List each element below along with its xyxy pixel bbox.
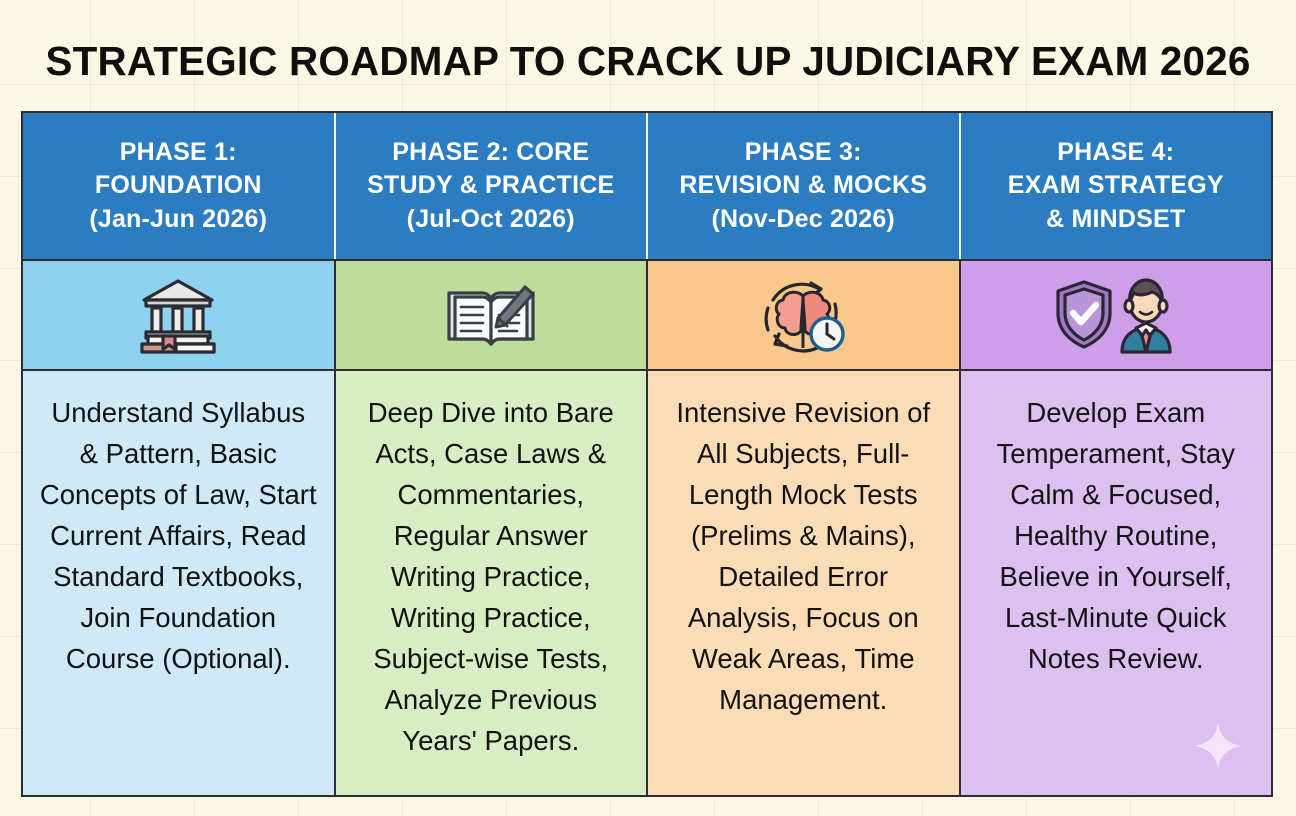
phase-3-icon-cell bbox=[648, 261, 961, 369]
table-header-row: PHASE 1: FOUNDATION (Jan-Jun 2026) PHASE… bbox=[23, 113, 1271, 261]
phase-2-header-line-2: STUDY & PRACTICE bbox=[367, 171, 615, 200]
page-title: STRATEGIC ROADMAP TO CRACK UP JUDICIARY … bbox=[45, 38, 1251, 84]
phase-4-header-line-3: & MINDSET bbox=[1046, 204, 1186, 233]
phase-2-header-line-1: PHASE 2: CORE bbox=[392, 138, 590, 167]
phase-3-body-text: Intensive Revision of All Subjects, Full… bbox=[676, 397, 931, 715]
phase-1-icon-cell bbox=[23, 261, 336, 369]
phase-2-header: PHASE 2: CORE STUDY & PRACTICE (Jul-Oct … bbox=[335, 113, 648, 259]
four-point-sparkle-icon bbox=[1195, 723, 1241, 769]
phase-3-header: PHASE 3: REVISION & MOCKS (Nov-Dec 2026) bbox=[648, 113, 961, 259]
table-body-row: Understand Syllabus & Pattern, Basic Con… bbox=[23, 371, 1271, 795]
phase-1-body-text: Understand Syllabus & Pattern, Basic Con… bbox=[39, 397, 317, 674]
phase-2-body-text: Deep Dive into Bare Acts, Case Laws & Co… bbox=[367, 397, 614, 756]
phase-1-body-cell: Understand Syllabus & Pattern, Basic Con… bbox=[23, 371, 336, 795]
phase-2-header-line-3: (Jul-Oct 2026) bbox=[406, 204, 575, 233]
phase-4-icon-cell bbox=[960, 261, 1271, 369]
phase-2-icon-cell bbox=[335, 261, 648, 369]
open-book-with-pencil-icon bbox=[447, 285, 535, 346]
phase-1-header-line-1: PHASE 1: bbox=[119, 138, 237, 167]
phase-3-header-line-3: (Nov-Dec 2026) bbox=[711, 204, 895, 233]
phase-1-header: PHASE 1: FOUNDATION (Jan-Jun 2026) bbox=[23, 113, 336, 259]
table-icon-row bbox=[23, 261, 1271, 371]
phase-4-header-line-2: EXAM STRATEGY bbox=[1007, 171, 1224, 200]
phase-1-header-line-3: (Jan-Jun 2026) bbox=[89, 204, 268, 233]
phase-4-header-line-1: PHASE 4: bbox=[1057, 138, 1175, 167]
phase-2-body-cell: Deep Dive into Bare Acts, Case Laws & Co… bbox=[335, 371, 648, 795]
courthouse-on-books-icon bbox=[140, 279, 216, 354]
phase-4-body-cell: Develop Exam Temperament, Stay Calm & Fo… bbox=[960, 371, 1271, 795]
phase-3-header-line-2: REVISION & MOCKS bbox=[679, 171, 928, 200]
phase-3-header-line-1: PHASE 3: bbox=[744, 138, 862, 167]
brain-revision-clock-icon bbox=[764, 281, 845, 353]
roadmap-table: PHASE 1: FOUNDATION (Jan-Jun 2026) PHASE… bbox=[21, 111, 1273, 797]
shield-check-with-person-icon bbox=[1056, 278, 1172, 354]
phase-4-header: PHASE 4: EXAM STRATEGY & MINDSET bbox=[960, 113, 1271, 259]
phase-1-header-line-2: FOUNDATION bbox=[94, 171, 262, 200]
phase-3-body-cell: Intensive Revision of All Subjects, Full… bbox=[648, 371, 961, 795]
phase-4-body-text: Develop Exam Temperament, Stay Calm & Fo… bbox=[996, 397, 1235, 674]
